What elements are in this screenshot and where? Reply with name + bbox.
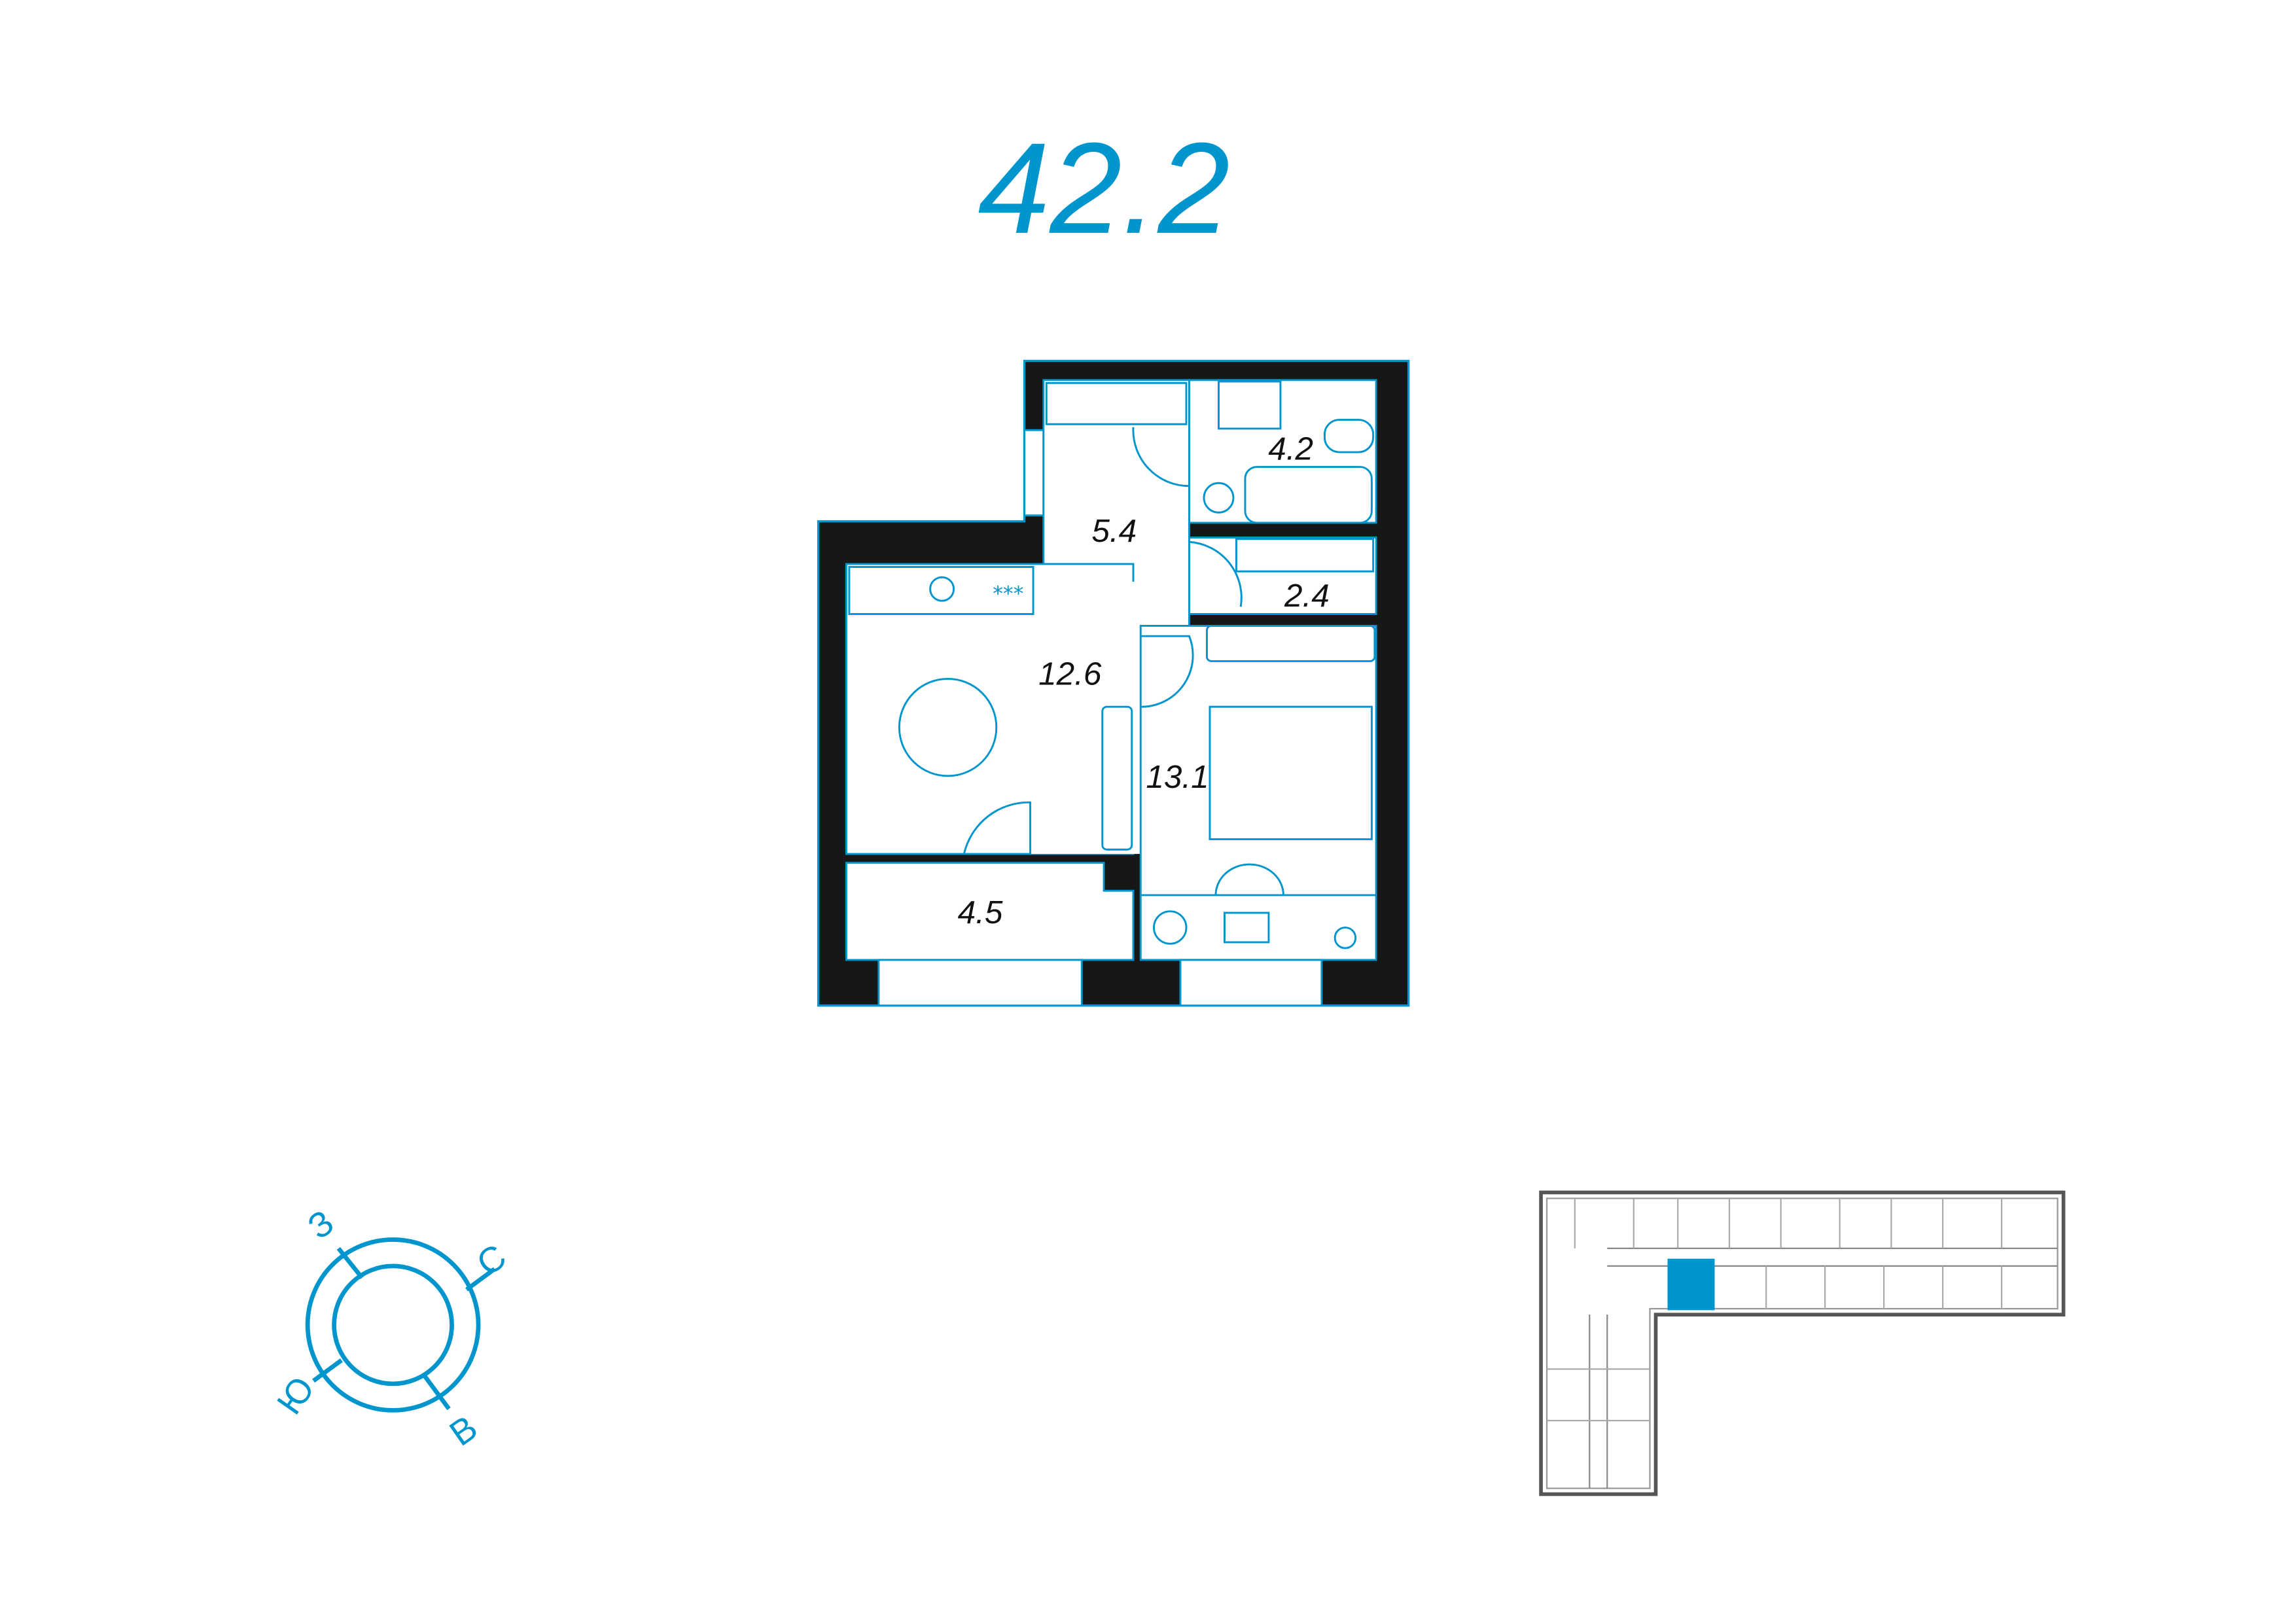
room-loggia[interactable] [845,862,1135,961]
kitchen-counter [848,566,1034,615]
area-storage: 2.4 [1284,578,1330,614]
room-storage[interactable] [1188,537,1377,615]
area-hallway: 5.4 [1091,513,1137,549]
window-loggia [877,959,1083,1007]
compass-west-label: З [301,1203,341,1247]
plant-icon [1153,910,1188,945]
entrance-door[interactable] [1023,429,1045,517]
wardrobe-storage [1235,538,1375,573]
area-bathroom: 4.2 [1268,431,1313,467]
fridge-icon: *** [993,582,1023,606]
toilet-icon [1323,419,1375,453]
total-area-title: 42.2 [978,116,1229,260]
compass-north-label: С [470,1237,513,1284]
stove-icon [929,576,955,602]
current-apartment-highlight [1667,1258,1715,1311]
wardrobe-hallway [1045,381,1188,425]
laptop-icon [1224,911,1270,944]
door-storage [1189,540,1243,607]
washing-machine-icon [1203,482,1235,514]
door-loggia [963,801,1032,855]
area-bedroom: 13.1 [1146,759,1209,795]
compass: З С Ю В [270,1203,514,1454]
area-kitchen: 12.6 [1038,656,1102,692]
building-key-plan [1539,1190,2066,1496]
room-bedroom[interactable] [1139,624,1377,961]
window-bedroom [1179,959,1323,1007]
dining-table-icon [898,677,998,777]
kitchen-hall-joint [1030,581,1148,855]
bathtub-icon [1244,466,1373,524]
door-bedroom [1140,635,1194,708]
tv-stand-icon [1101,705,1133,851]
lamp-icon [1333,927,1357,949]
compass-east-label: В [443,1408,485,1454]
compass-south-label: Ю [270,1369,322,1421]
chair-icon [1214,863,1284,896]
door-bathroom [1132,427,1190,487]
apartment-plan[interactable]: *** 5.4 4.2 2.4 12.6 13.1 4.5 [817,359,1410,1007]
shelf-icon [1206,624,1376,662]
bed-icon [1209,705,1373,841]
area-loggia: 4.5 [958,894,1003,930]
sink-icon [1218,380,1282,430]
